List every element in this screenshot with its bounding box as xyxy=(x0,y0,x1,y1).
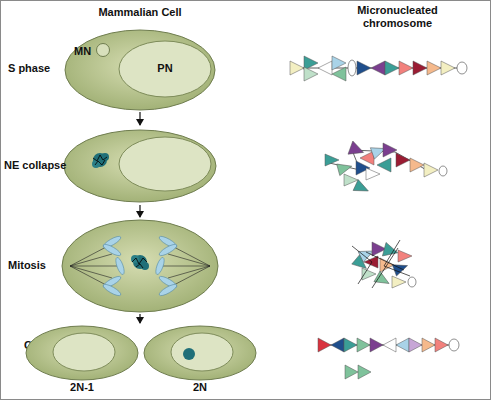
node-label: MN xyxy=(74,45,96,58)
micronucleus-outline xyxy=(97,44,110,57)
cell-outline xyxy=(144,326,256,380)
chromosome-rearranged xyxy=(318,338,459,379)
stage-label: NE collapse xyxy=(4,159,79,172)
chromosome-fragments xyxy=(131,255,149,270)
shattered-micronucleus xyxy=(92,153,109,168)
cell xyxy=(65,30,215,110)
chromatids xyxy=(102,234,178,297)
chromosome-damaged xyxy=(325,141,447,196)
micronucleus: MN xyxy=(96,43,110,57)
rearranged-chromatin xyxy=(183,348,195,360)
primary-nucleus xyxy=(119,137,211,191)
node-outline xyxy=(96,43,110,57)
cell xyxy=(64,130,216,202)
stage-label: S phase xyxy=(8,62,68,75)
node-label: 2N xyxy=(143,381,257,394)
chromosome-intact xyxy=(290,56,467,81)
step-arrow xyxy=(139,205,140,217)
spindle xyxy=(70,246,210,286)
nucleus-outline xyxy=(171,333,233,371)
column-header: Micronucleated chromosome xyxy=(330,4,465,30)
primary-nucleus: PN xyxy=(118,40,212,98)
node-label: PN xyxy=(118,62,212,75)
chromosome-fragments-cluster xyxy=(352,240,416,289)
step-arrow xyxy=(139,112,140,125)
step-arrow xyxy=(139,314,140,323)
stage-label: Mitosis xyxy=(8,259,68,272)
daughter-cell: 2N-1 xyxy=(25,324,139,396)
daughter-cell: 2N xyxy=(143,324,257,396)
nucleus-outline xyxy=(119,41,211,97)
node-label: 2N-1 xyxy=(25,381,139,394)
nucleus-outline xyxy=(53,333,115,371)
cell-outline xyxy=(26,326,138,380)
column-header: Mammalian Cell xyxy=(80,6,200,19)
cell xyxy=(62,220,218,312)
